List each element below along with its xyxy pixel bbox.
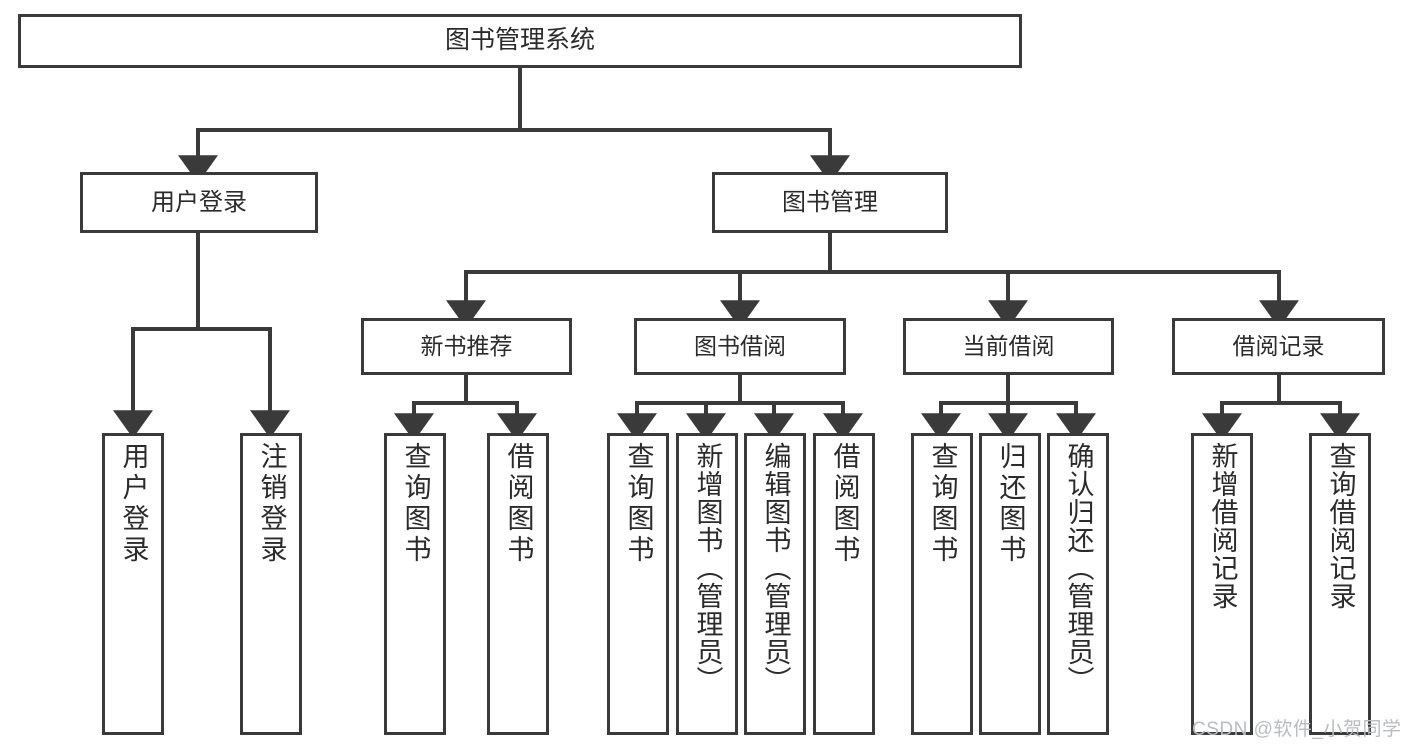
node-borrow-record[interactable]: 借阅记录 bbox=[1172, 318, 1385, 375]
node-book-management-label: 图书管理 bbox=[782, 188, 878, 216]
node-book-management[interactable]: 图书管理 bbox=[712, 172, 948, 233]
node-leaf-confirm-return-label: 确认归还（管理员） bbox=[1063, 442, 1094, 694]
node-leaf-user-logout-label: 注销登录 bbox=[256, 442, 287, 566]
node-leaf-user-login-label: 用户登录 bbox=[118, 442, 149, 566]
node-current-borrow-label: 当前借阅 bbox=[962, 333, 1055, 360]
node-leaf-query-book-3[interactable]: 查询图书 bbox=[911, 433, 973, 735]
node-leaf-query-record-label: 查询借阅记录 bbox=[1325, 442, 1356, 610]
node-leaf-query-record[interactable]: 查询借阅记录 bbox=[1309, 433, 1371, 735]
node-leaf-user-login[interactable]: 用户登录 bbox=[102, 433, 164, 735]
node-leaf-add-book[interactable]: 新增图书（管理员） bbox=[676, 433, 738, 735]
node-leaf-add-record[interactable]: 新增借阅记录 bbox=[1191, 433, 1253, 735]
node-new-book-recommend-label: 新书推荐 bbox=[420, 333, 513, 360]
node-leaf-borrow-book-1-label: 借阅图书 bbox=[503, 442, 534, 566]
node-book-borrow-label: 图书借阅 bbox=[694, 333, 786, 360]
node-leaf-borrow-book-1[interactable]: 借阅图书 bbox=[487, 433, 549, 735]
node-leaf-borrow-book-2[interactable]: 借阅图书 bbox=[813, 433, 875, 735]
node-root-label: 图书管理系统 bbox=[444, 26, 595, 55]
node-user-login[interactable]: 用户登录 bbox=[80, 172, 318, 233]
node-leaf-confirm-return[interactable]: 确认归还（管理员） bbox=[1047, 433, 1109, 735]
node-leaf-query-book-1-label: 查询图书 bbox=[400, 442, 431, 566]
node-root[interactable]: 图书管理系统 bbox=[18, 14, 1022, 68]
node-leaf-borrow-book-2-label: 借阅图书 bbox=[829, 442, 860, 566]
node-leaf-query-book-3-label: 查询图书 bbox=[927, 442, 958, 566]
node-leaf-user-logout[interactable]: 注销登录 bbox=[240, 433, 302, 735]
node-leaf-query-book-2[interactable]: 查询图书 bbox=[607, 433, 669, 735]
node-new-book-recommend[interactable]: 新书推荐 bbox=[361, 318, 572, 375]
node-borrow-record-label: 借阅记录 bbox=[1232, 333, 1325, 360]
node-user-login-label: 用户登录 bbox=[151, 188, 247, 216]
node-leaf-add-record-label: 新增借阅记录 bbox=[1207, 442, 1238, 610]
node-leaf-edit-book[interactable]: 编辑图书（管理员） bbox=[744, 433, 806, 735]
node-leaf-return-book[interactable]: 归还图书 bbox=[979, 433, 1041, 735]
node-leaf-return-book-label: 归还图书 bbox=[995, 442, 1026, 566]
node-leaf-query-book-2-label: 查询图书 bbox=[623, 442, 654, 566]
watermark-text: CSDN @软件_小贺同学 bbox=[1192, 719, 1402, 740]
node-leaf-query-book-1[interactable]: 查询图书 bbox=[384, 433, 446, 735]
node-current-borrow[interactable]: 当前借阅 bbox=[903, 318, 1114, 375]
node-book-borrow[interactable]: 图书借阅 bbox=[634, 318, 846, 375]
node-leaf-edit-book-label: 编辑图书（管理员） bbox=[760, 442, 791, 694]
node-leaf-add-book-label: 新增图书（管理员） bbox=[692, 442, 723, 694]
